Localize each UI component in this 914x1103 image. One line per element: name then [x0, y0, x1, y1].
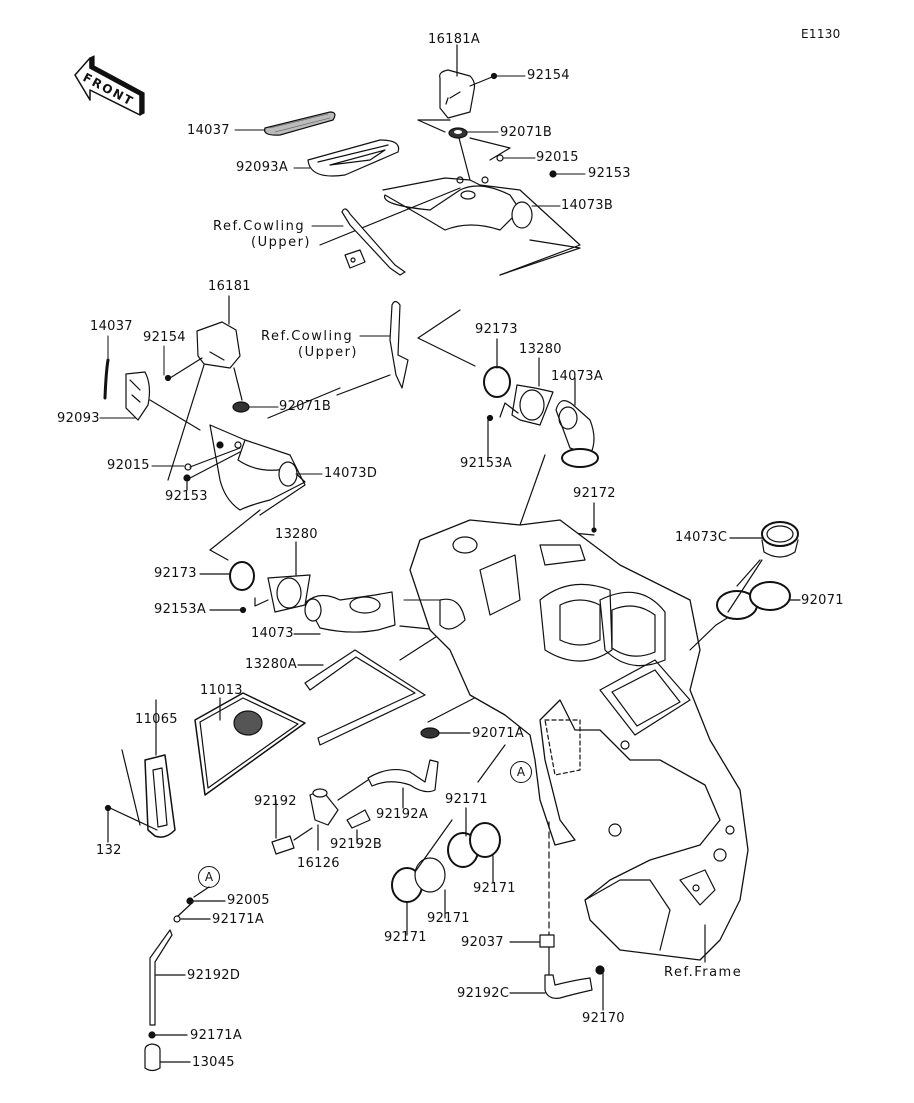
- label-92153-left: 92153: [165, 489, 208, 504]
- label-11013: 11013: [200, 683, 243, 698]
- frame-body: [409, 519, 749, 961]
- label-92153A-left: 92153A: [154, 602, 207, 617]
- marker-a-drain: A: [198, 866, 220, 888]
- label-92171-c: 92171: [427, 911, 470, 926]
- label-ref-cowling-upper-1: Ref.Cowling: [213, 219, 306, 234]
- label-92093: 92093: [57, 411, 100, 426]
- hose-92192B: [346, 809, 371, 829]
- label-16126: 16126: [297, 856, 340, 871]
- label-92005: 92005: [227, 893, 270, 908]
- label-14073: 14073: [251, 626, 294, 641]
- label-92154-top: 92154: [527, 68, 570, 83]
- label-92173-left: 92173: [154, 566, 197, 581]
- label-13280-left: 13280: [275, 527, 318, 542]
- label-92015-left: 92015: [107, 458, 150, 473]
- label-92171A-top: 92171A: [212, 912, 265, 927]
- clamp-92173-left: [199, 561, 255, 591]
- drain-line: [144, 886, 226, 1072]
- duct-14073B: [382, 176, 581, 276]
- label-92153-top: 92153: [588, 166, 631, 181]
- marker-a-frame: A: [510, 761, 532, 783]
- duct-14073A: [555, 377, 599, 468]
- label-11065: 11065: [135, 712, 178, 727]
- gasket-13280-left: [267, 541, 311, 613]
- duct-92093A: [307, 139, 400, 177]
- label-16181: 16181: [208, 279, 251, 294]
- label-ref-cowling-upper-2-sub: (Upper): [298, 345, 359, 360]
- label-16181A: 16181A: [428, 32, 481, 47]
- label-92093A: 92093A: [236, 160, 289, 175]
- label-92192D: 92192D: [187, 968, 241, 983]
- leader-lines: [99, 75, 586, 601]
- label-92192B: 92192B: [330, 837, 383, 852]
- label-ref-frame: Ref.Frame: [664, 965, 743, 980]
- label-ref-cowling-upper-1-sub: (Upper): [251, 235, 312, 250]
- label-92071A: 92071A: [472, 726, 525, 741]
- label-92171-b: 92171: [473, 881, 516, 896]
- label-92071B-top: 92071B: [500, 125, 553, 140]
- joint-92037: [509, 934, 555, 976]
- hose-92192A: [367, 759, 439, 809]
- label-132: 132: [96, 843, 122, 858]
- label-92171A-bottom: 92171A: [190, 1028, 243, 1043]
- grommet-92071B-left: [232, 401, 250, 413]
- label-ref-cowling-upper-2: Ref.Cowling: [261, 329, 354, 344]
- label-92171-a: 92171: [445, 792, 488, 807]
- seal-13280A: [297, 649, 426, 746]
- label-92192: 92192: [254, 794, 297, 809]
- label-92171-d: 92171: [384, 930, 427, 945]
- cowling-bracket-2: [336, 300, 409, 396]
- funnel-14073C: [729, 521, 799, 558]
- label-92172: 92172: [573, 486, 616, 501]
- mesh-14037-top: [263, 111, 336, 136]
- filter-element-11013: [194, 692, 306, 796]
- label-92192C: 92192C: [457, 986, 510, 1001]
- label-14073B: 14073B: [561, 198, 614, 213]
- label-14037-left: 14037: [90, 319, 133, 334]
- cover-11065: [104, 699, 176, 843]
- front-arrow-icon: FRONT: [74, 55, 145, 116]
- duct-14073D: [183, 424, 306, 516]
- label-14037-top: 14037: [187, 123, 230, 138]
- gasket-13280-right: [511, 357, 554, 426]
- box-16181: [164, 295, 243, 481]
- label-14073C: 14073C: [675, 530, 728, 545]
- valve-16126: [309, 779, 369, 851]
- clip-92170: [595, 965, 605, 1011]
- label-13280-right: 13280: [519, 342, 562, 357]
- grommet-92071A: [420, 727, 440, 739]
- clamp-92173-right: [483, 338, 511, 398]
- gasket-92071-double: [716, 559, 801, 620]
- hose-92192C: [509, 974, 593, 999]
- mesh-14037-left: [103, 358, 110, 400]
- label-92071B-left: 92071B: [279, 399, 332, 414]
- label-13280A: 13280A: [245, 657, 298, 672]
- label-92071: 92071: [801, 593, 844, 608]
- label-92015-top: 92015: [536, 150, 579, 165]
- label-92037: 92037: [461, 935, 504, 950]
- label-92153A-right: 92153A: [460, 456, 513, 471]
- clamp-92171-set: [391, 807, 501, 936]
- cowling-bracket-1: [341, 208, 406, 276]
- label-14073D: 14073D: [324, 466, 378, 481]
- hose-92192: [271, 835, 295, 855]
- label-14073A: 14073A: [551, 369, 604, 384]
- label-92170: 92170: [582, 1011, 625, 1026]
- label-92173-right: 92173: [475, 322, 518, 337]
- label-92154-left: 92154: [143, 330, 186, 345]
- duct-92093: [125, 371, 201, 431]
- box-16181A: [417, 44, 498, 133]
- label-92192A: 92192A: [376, 807, 429, 822]
- duct-14073: [293, 591, 396, 635]
- label-13045: 13045: [192, 1055, 235, 1070]
- diagram-code: E1130: [801, 27, 841, 41]
